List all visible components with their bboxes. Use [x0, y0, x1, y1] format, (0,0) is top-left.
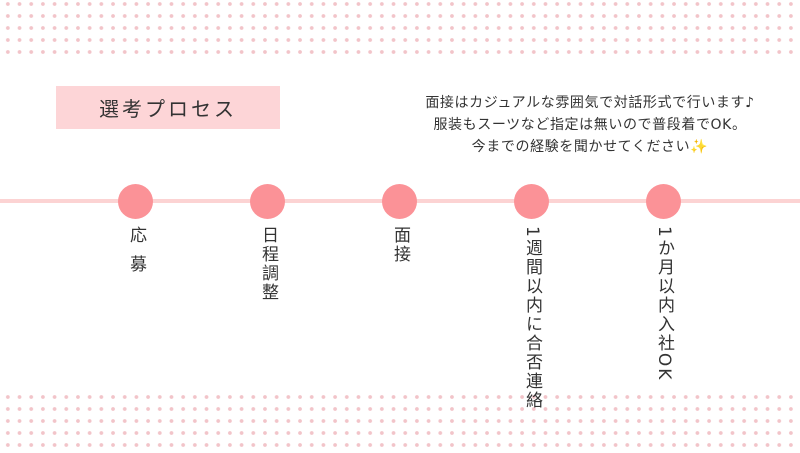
description: 面接はカジュアルな雰囲気で対話形式で行います♪ 服装もスーツなど指定は無いので普… — [380, 92, 800, 158]
timeline-dot — [646, 184, 681, 219]
timeline-step-join: 1か月以内入社OK — [646, 184, 682, 381]
description-line: 服装もスーツなど指定は無いので普段着でOK。 — [433, 117, 747, 133]
step-label: 応募 — [126, 226, 146, 284]
step-label: 1週間以内に合否連絡 — [522, 226, 542, 410]
timeline-step-result: 1週間以内に合否連絡 — [514, 184, 550, 410]
page-title: 選考プロセス — [99, 97, 237, 121]
timeline-step-interview: 面接 — [382, 184, 418, 264]
timeline-dot — [382, 184, 417, 219]
timeline-dot — [250, 184, 285, 219]
timeline-step-apply: 応募 — [118, 184, 154, 284]
step-label: 1か月以内入社OK — [654, 226, 674, 382]
timeline-dot — [514, 184, 549, 219]
timeline-dot — [118, 184, 153, 219]
description-line: 面接はカジュアルな雰囲気で対話形式で行います♪ — [425, 95, 755, 111]
description-line: 今までの経験を聞かせてください — [471, 139, 691, 155]
sparkle-icon: ✨ — [690, 139, 709, 155]
timeline-step-schedule: 日程調整 — [250, 184, 286, 302]
dot-pattern-bottom — [0, 391, 800, 453]
step-label: 日程調整 — [258, 226, 278, 302]
dot-pattern-top — [0, 0, 800, 58]
title-banner: 選考プロセス — [56, 86, 280, 129]
step-label: 面接 — [390, 226, 410, 264]
